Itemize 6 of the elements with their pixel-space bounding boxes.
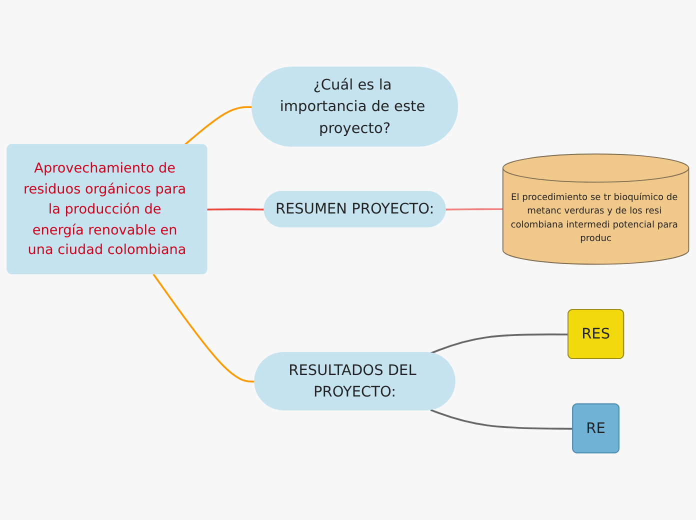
connector [446, 208, 503, 210]
connector [207, 208, 265, 210]
connector [430, 409, 574, 430]
connector [184, 106, 252, 146]
connector [152, 274, 256, 383]
connector [430, 333, 568, 354]
